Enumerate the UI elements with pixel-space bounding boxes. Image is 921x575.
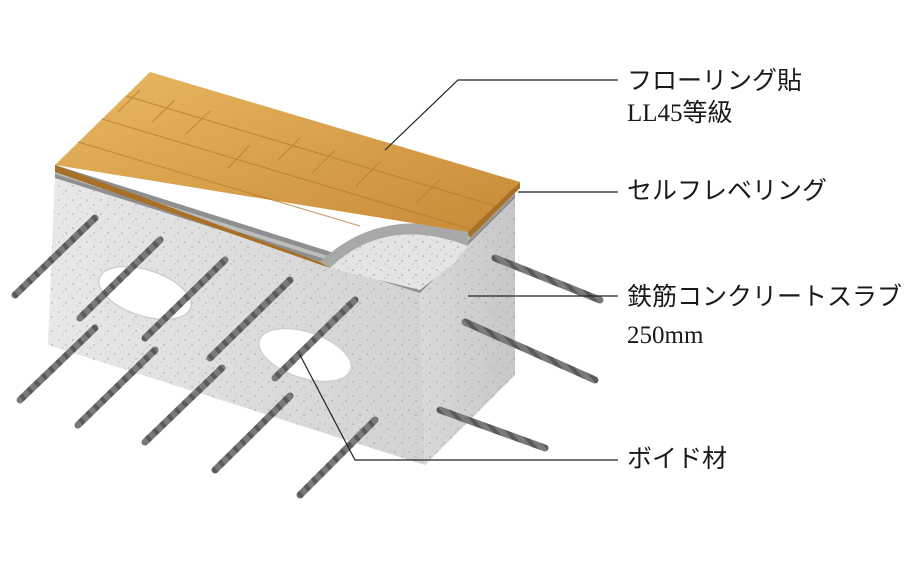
void-label-text: ボイド材: [627, 446, 728, 473]
leveling-label-text: セルフレベリング: [627, 178, 828, 205]
cutaway-section: [320, 223, 468, 268]
leveling-label: セルフレベリング: [627, 176, 827, 208]
flooring-label: フローリング貼 LL45等級: [627, 66, 802, 130]
rebars-side: [436, 254, 604, 452]
flooring-label-line2: LL45等級: [627, 100, 733, 127]
flooring-surface: [55, 72, 520, 232]
rebars-front: [11, 214, 379, 499]
slab-label-line1: 鉄筋コンクリートスラブ: [627, 284, 903, 311]
plank-seams: [77, 89, 497, 230]
slab-label: 鉄筋コンクリートスラブ 250mm: [627, 282, 902, 352]
slab-label-line2: 250mm: [627, 322, 704, 349]
void-label: ボイド材: [627, 444, 727, 476]
callout-lines: [299, 79, 618, 461]
flooring-label-line1: フローリング貼: [627, 68, 803, 95]
